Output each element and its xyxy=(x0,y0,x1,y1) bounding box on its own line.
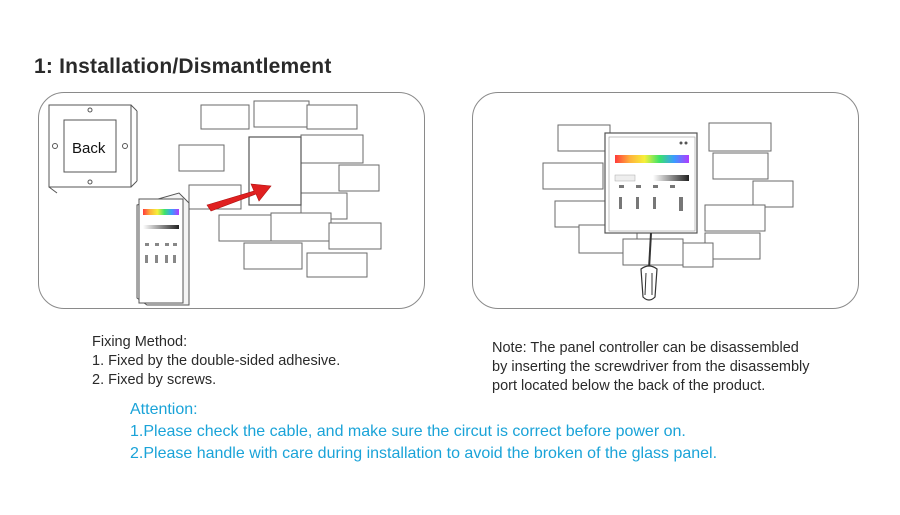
fixing-method: Fixing Method: 1. Fixed by the double-si… xyxy=(92,333,340,390)
wall-brick-icon xyxy=(178,100,382,278)
attention-title: Attention: xyxy=(130,401,198,418)
section-heading: 1: Installation/Dismantlement xyxy=(34,55,332,78)
note-line: Note: The panel controller can be disass… xyxy=(492,340,799,356)
back-label: Back xyxy=(72,140,106,157)
fixing-method-item: 1. Fixed by the double-sided adhesive. xyxy=(92,353,341,369)
attention-line: 1.Please check the cable, and make sure … xyxy=(130,423,686,440)
panel-controller-icon xyxy=(136,192,190,306)
attention-line: 2.Please handle with care during install… xyxy=(130,445,718,462)
wall-brick-icon xyxy=(542,122,794,268)
panel-controller-icon xyxy=(604,132,698,234)
dismantlement-illustration xyxy=(472,92,859,309)
fixing-method-item: 2. Fixed by screws. xyxy=(92,372,217,388)
installation-illustration: Back xyxy=(38,92,425,309)
note-line: by inserting the screwdriver from the di… xyxy=(492,359,810,375)
note-line: port located below the back of the produ… xyxy=(492,378,766,394)
fixing-method-title: Fixing Method: xyxy=(92,334,188,350)
disassembly-note: Note: The panel controller can be disass… xyxy=(492,339,882,396)
screwdriver-icon xyxy=(640,232,658,301)
attention-block: Attention: 1.Please check the cable, and… xyxy=(130,399,717,465)
back-plate xyxy=(48,104,138,194)
arrow-icon xyxy=(206,183,272,212)
